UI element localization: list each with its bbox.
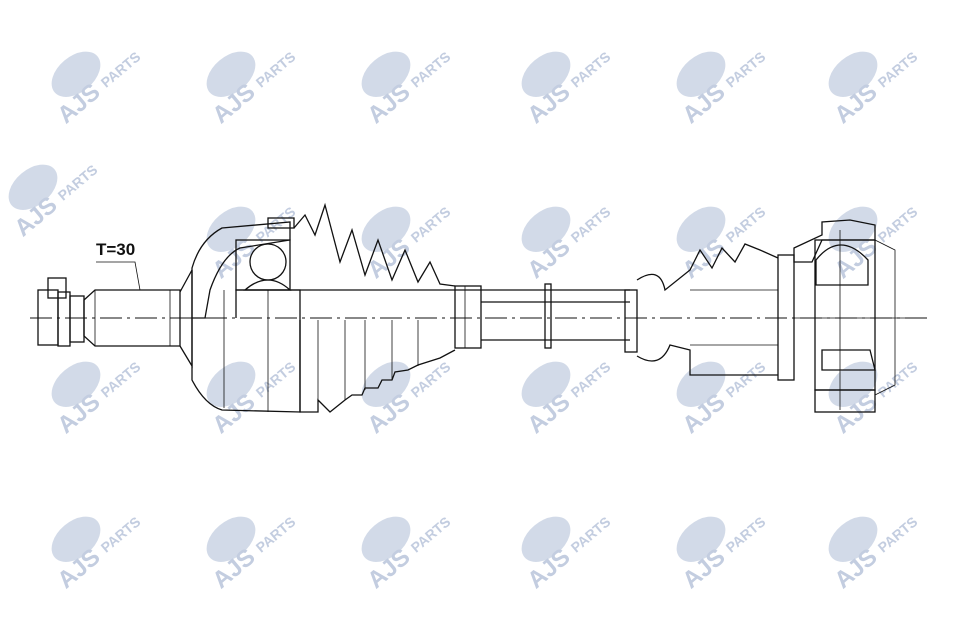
watermark-sub: PARTS xyxy=(408,358,454,400)
watermark-emblem xyxy=(521,516,571,562)
inner-boot xyxy=(624,243,795,381)
watermark-sub: PARTS xyxy=(875,203,921,245)
watermark-sub: PARTS xyxy=(408,203,454,245)
watermark-emblem xyxy=(676,361,726,407)
watermark-sub: PARTS xyxy=(98,513,144,555)
watermark-sub: PARTS xyxy=(875,513,921,555)
watermark-sub: PARTS xyxy=(408,48,454,90)
label-leader xyxy=(96,261,141,291)
watermark-emblem xyxy=(51,361,101,407)
watermark-sub: PARTS xyxy=(55,161,101,203)
watermark-sub: PARTS xyxy=(568,513,614,555)
watermark-sub: PARTS xyxy=(875,48,921,90)
watermark-sub: PARTS xyxy=(408,513,454,555)
watermark-emblem xyxy=(361,361,411,407)
watermark-emblem xyxy=(828,51,878,97)
watermark-emblem xyxy=(521,206,571,252)
watermark-sub: PARTS xyxy=(568,358,614,400)
watermark-emblem xyxy=(676,516,726,562)
watermark-sub: PARTS xyxy=(875,358,921,400)
watermark-sub: PARTS xyxy=(568,203,614,245)
watermark-emblem xyxy=(828,516,878,562)
watermark-emblem xyxy=(361,206,411,252)
watermark-emblem xyxy=(206,361,256,407)
hub-nut xyxy=(37,277,85,347)
watermark-emblem xyxy=(676,206,726,252)
watermark-emblem xyxy=(521,51,571,97)
watermark-sub: PARTS xyxy=(253,48,299,90)
watermark-emblem xyxy=(206,516,256,562)
stub-shaft xyxy=(83,269,193,369)
watermark-sub: PARTS xyxy=(253,358,299,400)
watermark-emblem xyxy=(361,516,411,562)
watermark-emblem xyxy=(361,51,411,97)
watermark-sub: PARTS xyxy=(723,203,769,245)
watermark-emblem xyxy=(521,361,571,407)
watermark-emblem xyxy=(51,516,101,562)
watermark-sub: PARTS xyxy=(568,48,614,90)
watermark-emblem xyxy=(676,51,726,97)
watermark-emblem xyxy=(206,51,256,97)
watermark-sub: PARTS xyxy=(723,48,769,90)
drive-shaft: T=30 xyxy=(30,202,930,413)
outer-boot xyxy=(293,202,482,413)
spline-count-label: T=30 xyxy=(96,240,135,259)
inner-tripod-joint xyxy=(793,219,910,413)
watermark-sub: PARTS xyxy=(98,358,144,400)
watermark-sub: PARTS xyxy=(253,513,299,555)
watermark-sub: PARTS xyxy=(723,513,769,555)
watermark-emblem xyxy=(8,164,58,210)
watermark-emblem xyxy=(828,361,878,407)
watermark-sub: PARTS xyxy=(723,358,769,400)
watermark-emblem xyxy=(51,51,101,97)
main-shaft xyxy=(290,283,630,349)
watermark-sub: PARTS xyxy=(98,48,144,90)
